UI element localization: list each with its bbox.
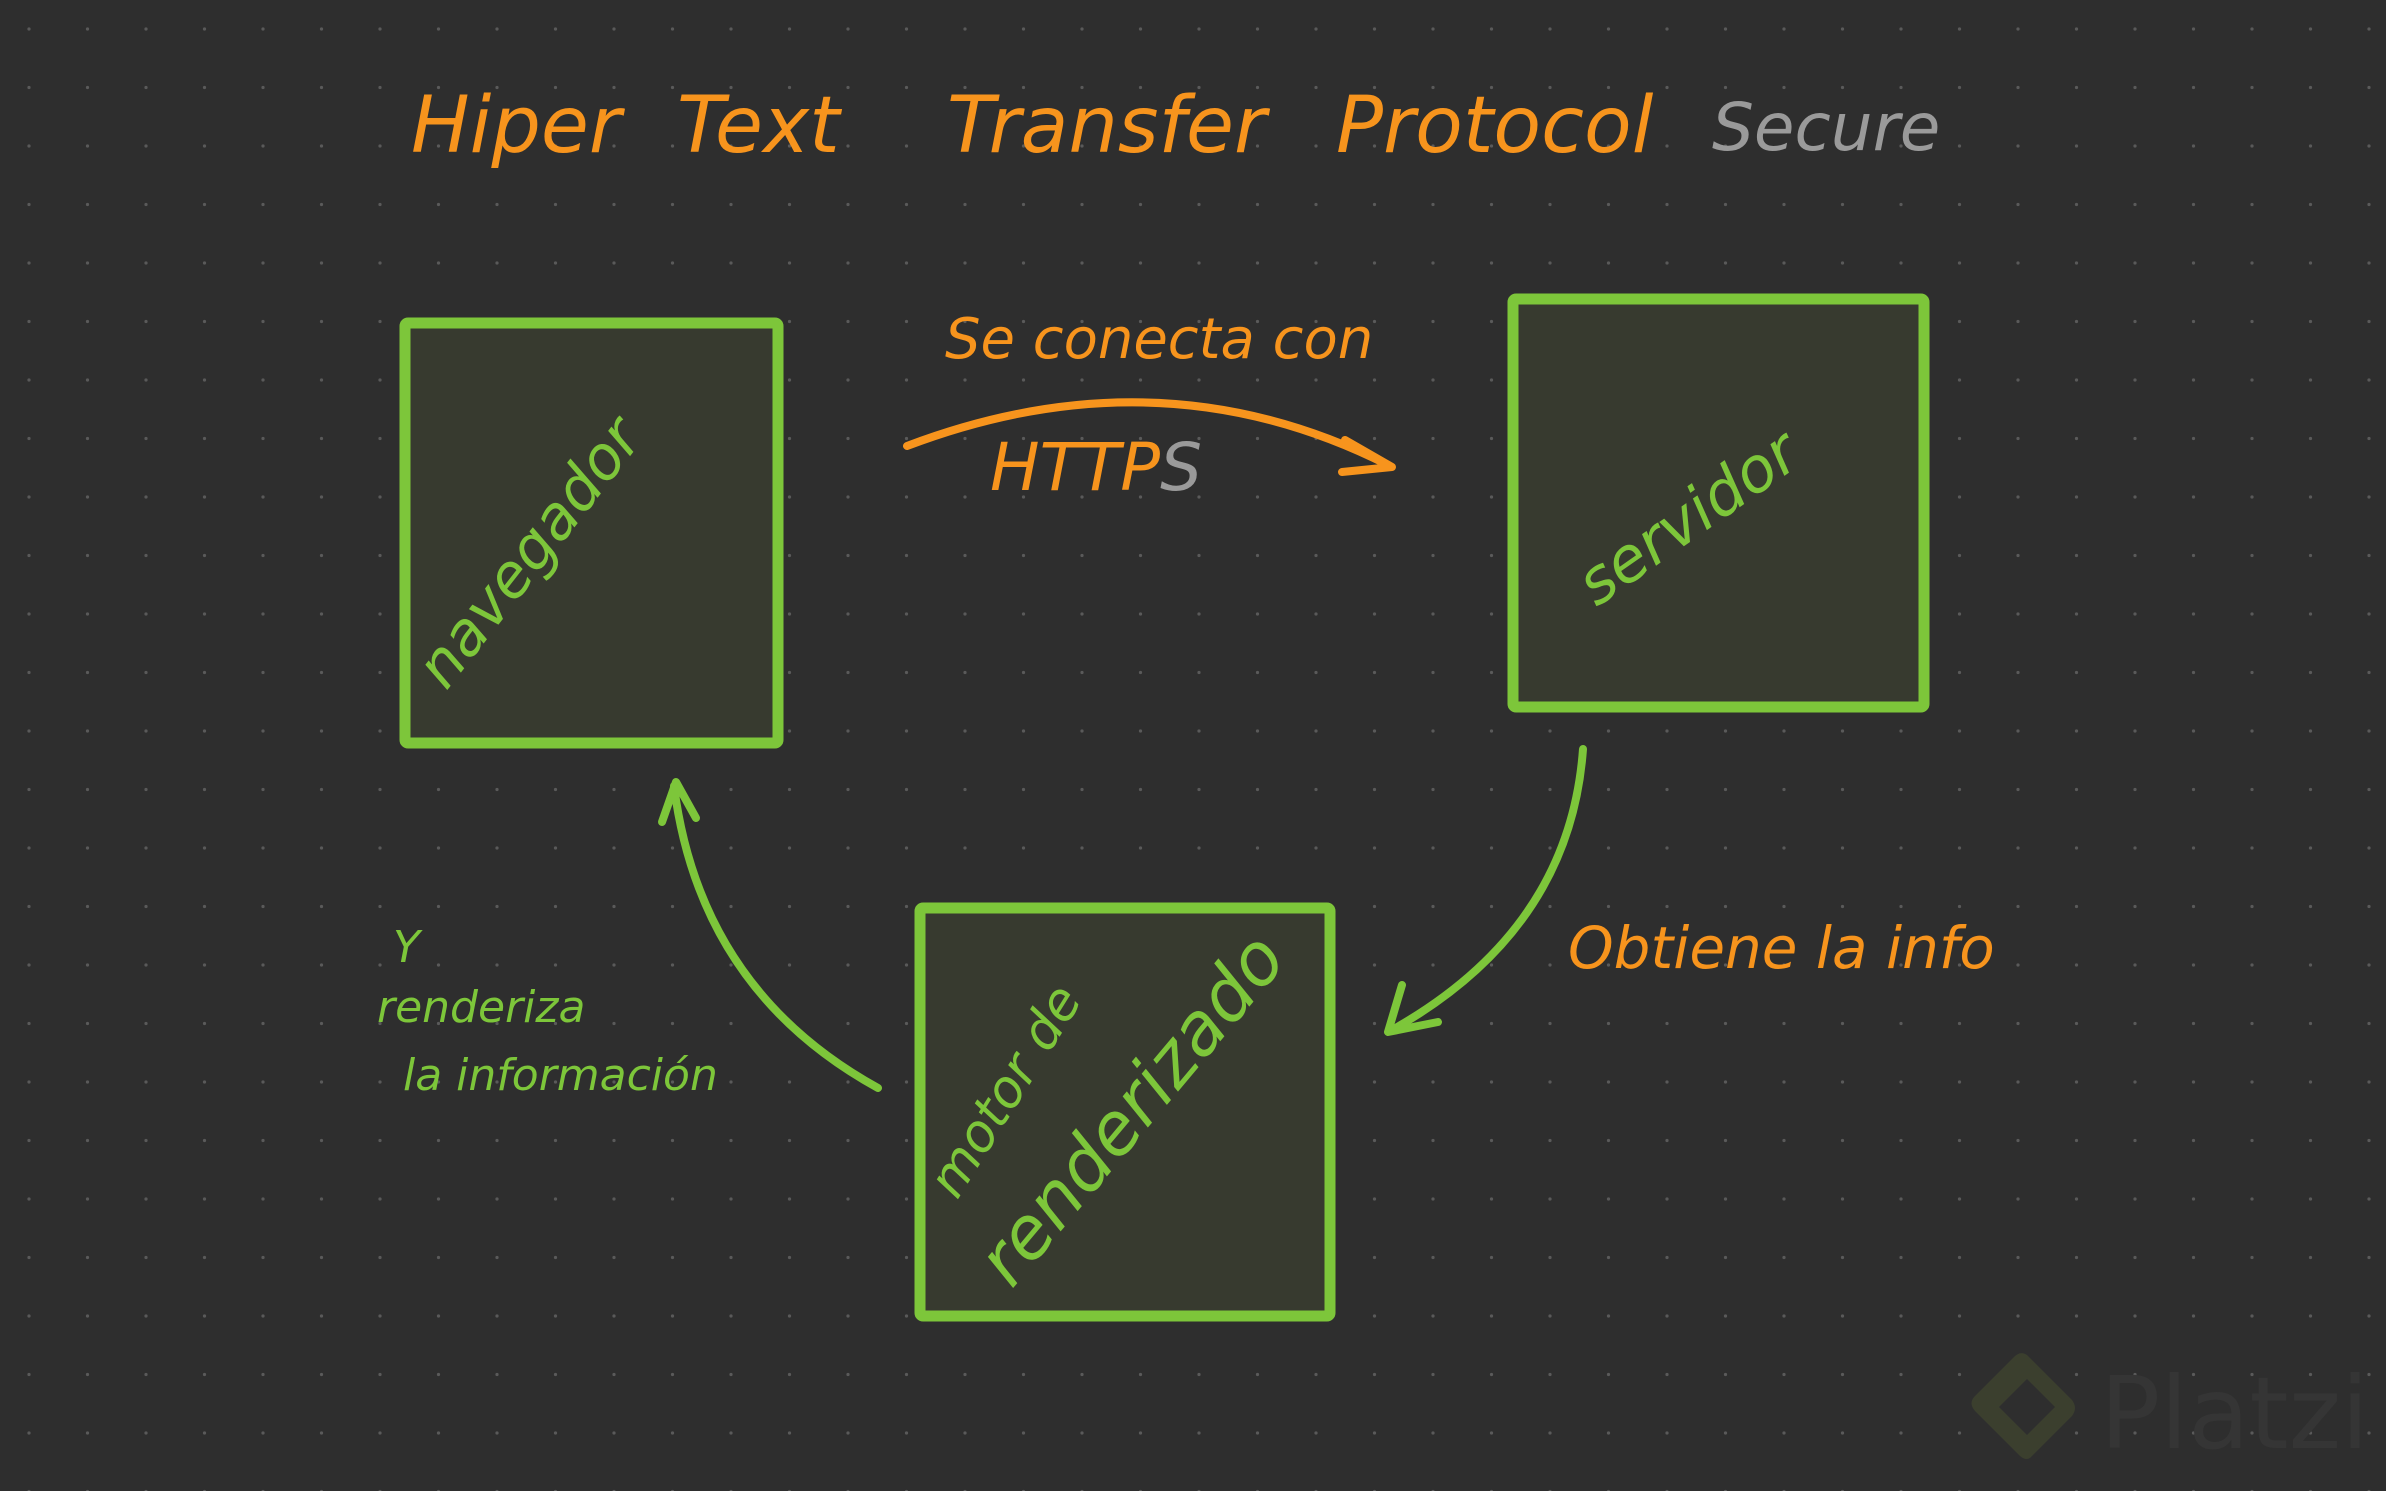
label-http: HTTP (990, 429, 1160, 506)
title-word-protocol: Protocol (1336, 81, 1654, 171)
node-navegador: navegador (399, 317, 784, 749)
edge-obtiene: Obtiene la info (1384, 745, 1995, 1036)
edge-renderiza: Y renderiza la información (377, 778, 882, 1101)
arrow-obtiene (1388, 745, 1587, 1034)
platzi-watermark: Platzi (1971, 1353, 2369, 1472)
arrowhead-obtiene (1384, 981, 1442, 1036)
title: Hiper Text Transfer Protocol Secure (411, 81, 1940, 171)
title-word-hiper: Hiper (411, 81, 626, 171)
arrow-https (903, 398, 1392, 469)
box-navegador (399, 317, 784, 749)
label-y: Y (393, 922, 423, 973)
node-motor-de-renderizado: motor de renderizado (914, 902, 1336, 1322)
title-word-secure: Secure (1712, 89, 1940, 166)
platzi-wordmark: Platzi (2100, 1355, 2369, 1472)
platzi-logo-icon (1971, 1353, 2075, 1459)
arrowhead-https (1338, 436, 1396, 476)
box-motor (914, 902, 1336, 1322)
node-servidor: servidor (1507, 293, 1930, 713)
label-renderiza: renderiza (377, 982, 585, 1033)
label-obtiene-la-info: Obtiene la info (1568, 914, 1995, 982)
title-word-text: Text (677, 81, 842, 171)
label-https: HTTPS (990, 429, 1202, 506)
title-word-transfer: Transfer (947, 81, 1271, 171)
label-la-informacion: la información (403, 1050, 718, 1101)
arrowhead-renderiza (658, 778, 700, 826)
edge-https: Se conecta con HTTPS (903, 307, 1396, 506)
label-se-conecta-con: Se conecta con (945, 307, 1373, 372)
label-s: S (1160, 429, 1202, 506)
arrow-renderiza (670, 782, 882, 1092)
box-servidor (1507, 293, 1930, 713)
